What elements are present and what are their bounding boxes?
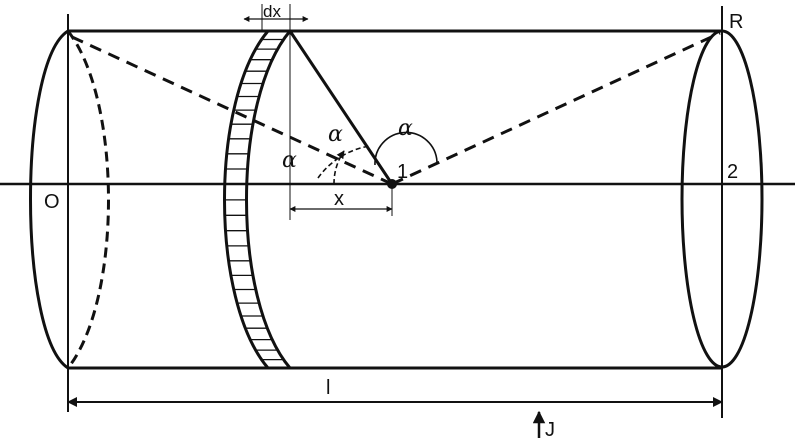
label-point-2: 2 xyxy=(727,161,738,183)
slice-ring xyxy=(223,30,292,369)
label-J: J xyxy=(545,419,555,439)
angle-arc-large xyxy=(374,131,438,166)
label-dx: dx xyxy=(263,2,281,21)
point-1-dot xyxy=(387,179,397,189)
label-l: l xyxy=(326,377,330,399)
label-x: x xyxy=(334,188,344,210)
solid-line-slice-to-point xyxy=(288,30,394,185)
angle-arc-medium xyxy=(317,145,371,179)
label-point-1: 1 xyxy=(397,161,408,183)
label-alpha-inner-left: α xyxy=(328,122,343,147)
slice-hatch xyxy=(224,38,284,361)
label-R: R xyxy=(729,11,743,33)
label-O: O xyxy=(44,191,60,213)
dashed-line-right-top xyxy=(391,31,721,186)
label-alpha-right: α xyxy=(398,116,413,141)
left-end-hidden-arc xyxy=(66,30,110,369)
angle-arc-small xyxy=(333,150,345,185)
left-end-front-arc xyxy=(29,29,69,370)
label-alpha-outer-left: α xyxy=(282,148,297,173)
